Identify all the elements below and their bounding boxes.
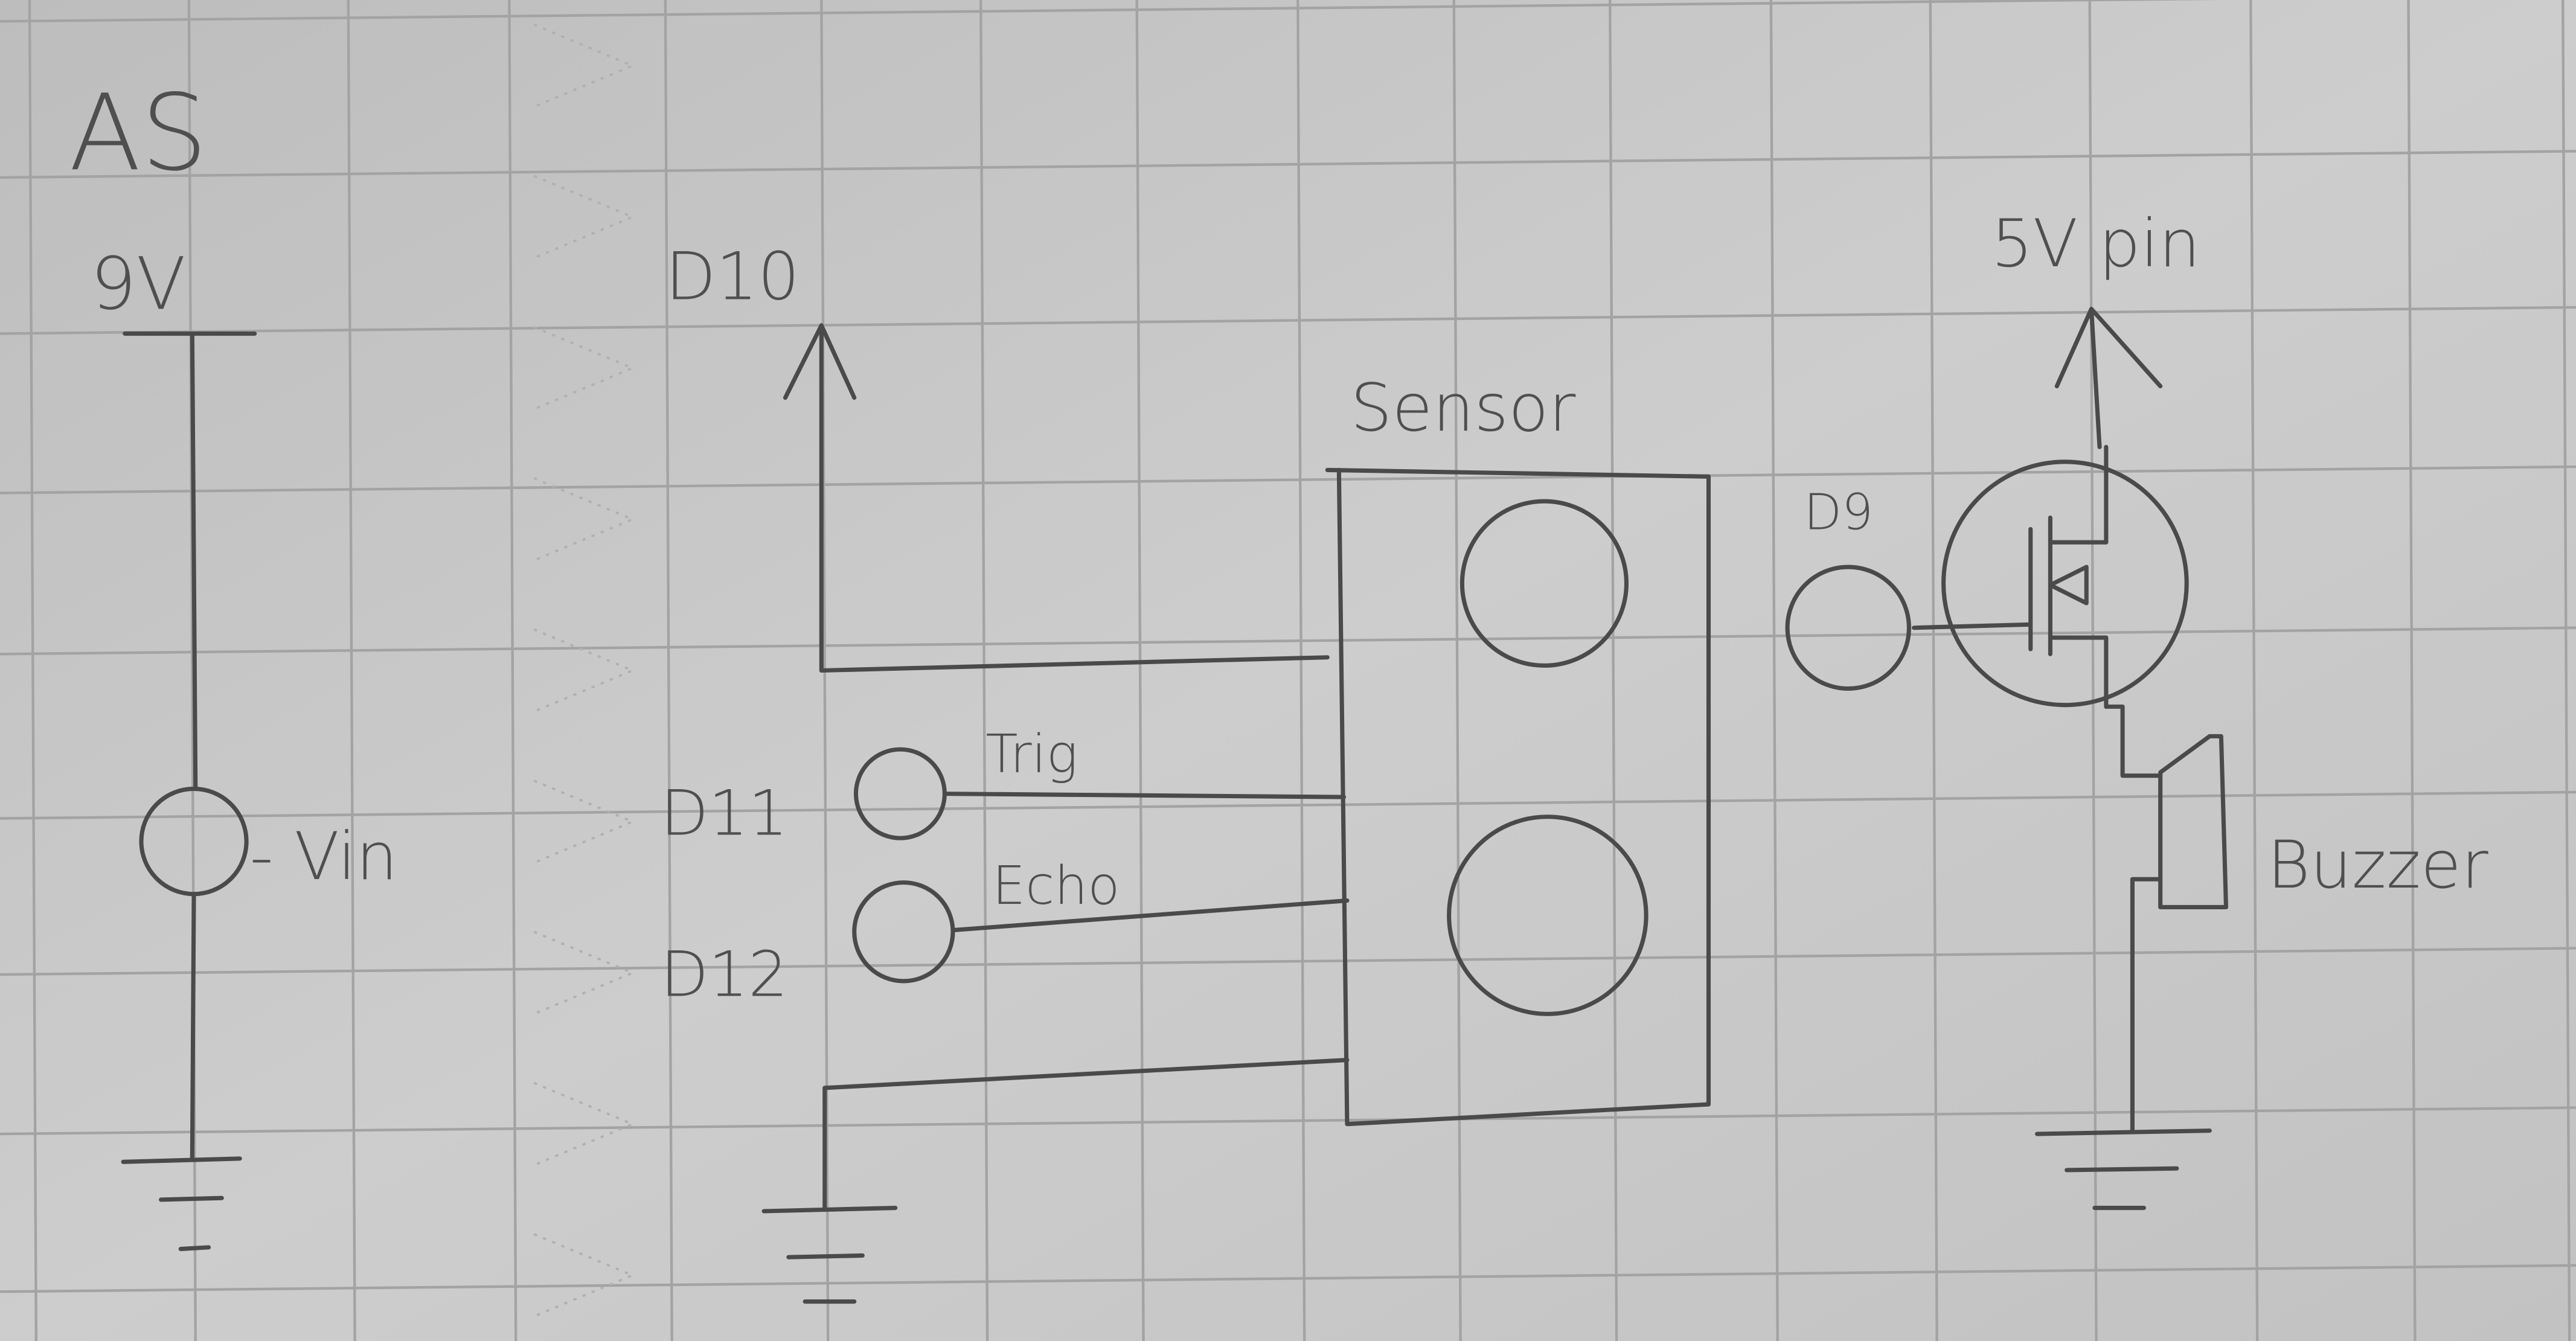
grid-line-vertical [2407, 0, 2417, 1341]
buzzer-wire [2104, 704, 2163, 1133]
grid-line-vertical [1929, 0, 1938, 1341]
dotted-triangle-mark [533, 477, 636, 562]
grid-line-horizontal [0, 1106, 2576, 1136]
5v-arrow-wire [2054, 307, 2163, 449]
grid-line-vertical [979, 0, 989, 1341]
grid-line-vertical [2088, 0, 2098, 1341]
d9-terminal [1785, 565, 1911, 691]
grid-line-horizontal [0, 0, 2222, 23]
buzzer-section: 5V pin D9 Buzzer [1785, 205, 2488, 1211]
grid-line-vertical [1135, 0, 1145, 1341]
sensor-body [1325, 467, 1711, 1127]
dotted-triangle-mark [533, 1233, 636, 1317]
grid-line-vertical [664, 0, 673, 1341]
ground-icon [121, 1156, 242, 1252]
vin-wire [190, 893, 196, 1161]
grid-line-vertical [2249, 0, 2259, 1341]
grid-line-horizontal [0, 947, 2576, 976]
pin-d12-label: D12 [661, 938, 788, 1011]
mosfet-internals [1912, 444, 2109, 709]
sensor-transducer-bottom [1447, 815, 1648, 1016]
grid-line-vertical [2562, 0, 2571, 1341]
buzzer-label: Buzzer [2267, 827, 2488, 903]
dotted-triangle-mark [533, 1081, 636, 1167]
power-section: AS 9V - Vin [69, 72, 398, 1252]
pin-d10-label: D10 [665, 238, 799, 315]
dotted-margin-marks [533, 24, 636, 1317]
grid-line-horizontal [0, 465, 2576, 494]
dotted-triangle-mark [533, 174, 636, 260]
grid-line-horizontal [0, 790, 2576, 820]
echo-label: Echo [992, 855, 1120, 917]
trig-wire [942, 792, 1347, 799]
ground-icon [2035, 1128, 2212, 1211]
grid-line-vertical [1769, 0, 1779, 1341]
ground-icon [761, 1205, 898, 1304]
buzzer-icon [2158, 734, 2229, 909]
grid-line-vertical [347, 0, 356, 1341]
dotted-triangle-mark [533, 930, 636, 1016]
grid-line-vertical [28, 0, 38, 1341]
sensor-label: Sensor [1350, 370, 1575, 446]
grid-line-horizontal [0, 306, 2576, 335]
supply-9v-label: 9V [91, 243, 186, 327]
pin-d11-label: D11 [661, 778, 788, 850]
grid-line-vertical [508, 0, 517, 1341]
dotted-triangle-mark [533, 628, 636, 713]
title-label: AS [69, 72, 208, 194]
echo-wire [950, 898, 1350, 933]
sensor-section: D10 D11 Trig D12 Echo Sensor [661, 238, 1711, 1304]
supply-rail [123, 331, 257, 792]
grid-line-vertical [1296, 0, 1306, 1341]
dotted-triangle-mark [533, 325, 636, 411]
sensor-transducer-top [1459, 499, 1629, 668]
dotted-triangle-mark [533, 24, 636, 108]
grid-line-horizontal [0, 1264, 2576, 1293]
d10-arrow-wire [783, 323, 1330, 673]
grid-line-horizontal [0, 150, 2576, 179]
vin-label: - Vin [250, 818, 398, 895]
dotted-triangle-mark [533, 779, 636, 864]
supply-5v-label: 5V pin [1991, 205, 2200, 282]
pin-d9-label: D9 [1804, 484, 1873, 541]
grid-line-horizontal [0, 626, 2576, 656]
sensor-ground-wire [822, 1058, 1350, 1211]
mosfet-icon [1941, 459, 2189, 708]
trig-label: Trig [985, 723, 1078, 785]
